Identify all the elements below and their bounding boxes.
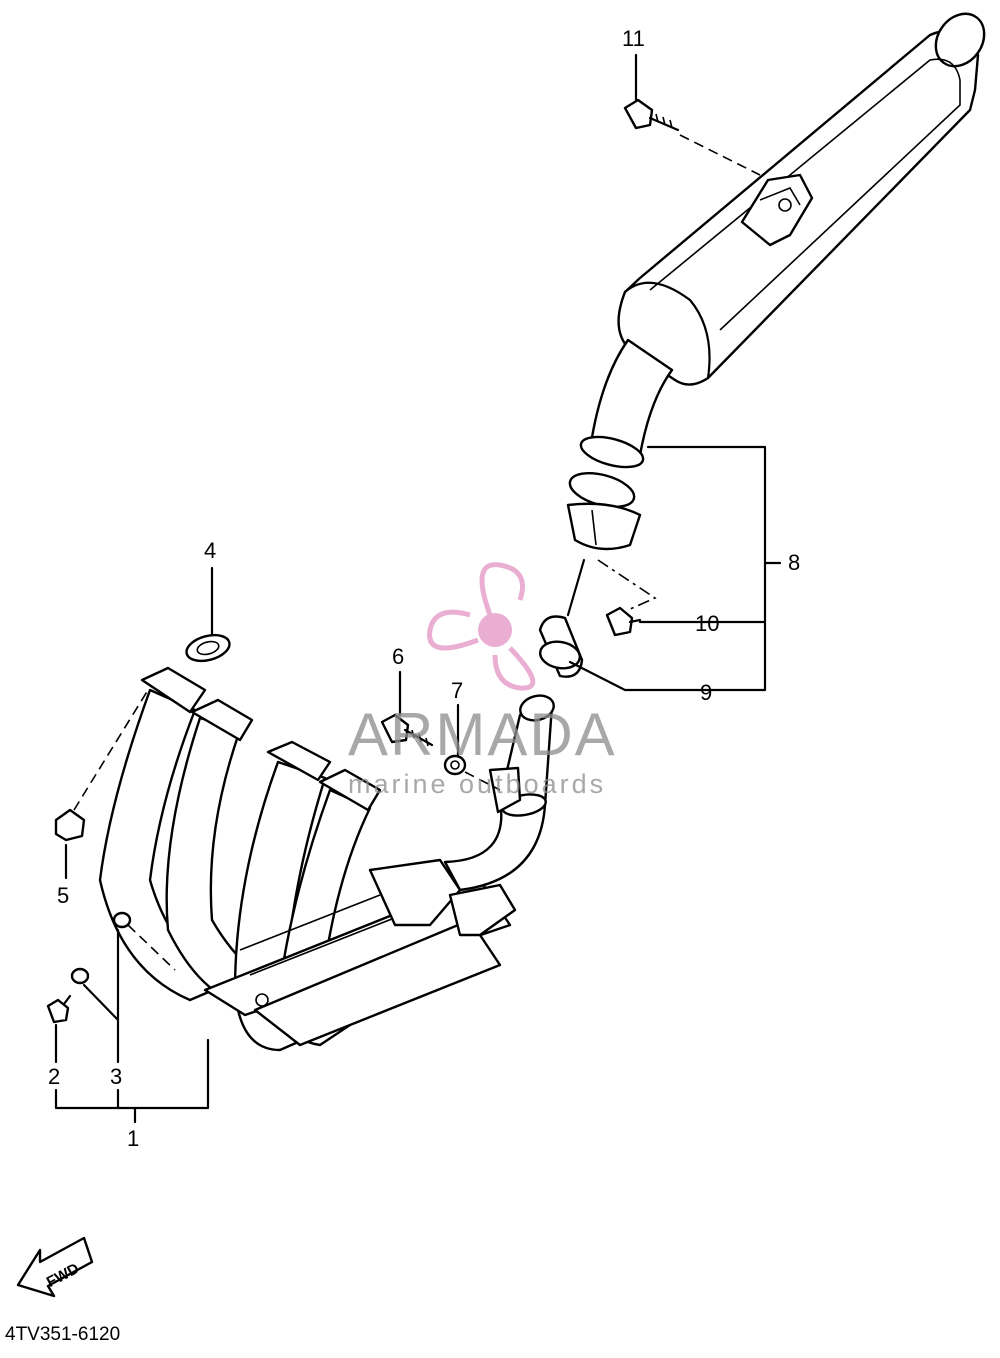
callout-10: 10 xyxy=(695,611,719,636)
diagram-code: 4TV351-6120 xyxy=(5,1324,120,1345)
watermark-tagline: marine outboards xyxy=(348,769,606,799)
callout-5: 5 xyxy=(57,883,69,908)
callout-7: 7 xyxy=(451,678,463,703)
callout-9: 9 xyxy=(700,680,712,705)
callout-3: 3 xyxy=(110,1064,122,1089)
washer-3 xyxy=(70,967,90,985)
bolt-2 xyxy=(46,994,72,1024)
callout-6: 6 xyxy=(392,644,404,669)
fwd-arrow-icon: FWD xyxy=(16,1236,94,1298)
flange-group xyxy=(140,666,382,812)
gasket-9 xyxy=(538,615,584,678)
leader-lines xyxy=(54,53,782,1124)
callout-4: 4 xyxy=(204,538,216,563)
exhaust-pipe-assembly xyxy=(98,666,555,1052)
washer-small xyxy=(112,911,132,929)
muffler-assembly xyxy=(566,12,986,551)
gasket-4 xyxy=(185,633,231,663)
bolt-11 xyxy=(623,98,680,132)
callout-8: 8 xyxy=(788,550,800,575)
callout-2: 2 xyxy=(48,1064,60,1089)
nut-5 xyxy=(54,808,86,842)
bolt-10 xyxy=(605,606,642,637)
armada-watermark: ARMADA marine outboards xyxy=(348,562,617,799)
callout-1: 1 xyxy=(127,1126,139,1151)
propeller-logo-icon xyxy=(427,562,536,691)
bolt-6 xyxy=(380,713,434,747)
watermark-brand: ARMADA xyxy=(348,701,617,768)
callout-labels: 1 2 3 4 5 6 7 8 9 10 11 xyxy=(48,26,800,1151)
callout-11: 11 xyxy=(622,26,645,51)
washer-7 xyxy=(443,754,467,776)
